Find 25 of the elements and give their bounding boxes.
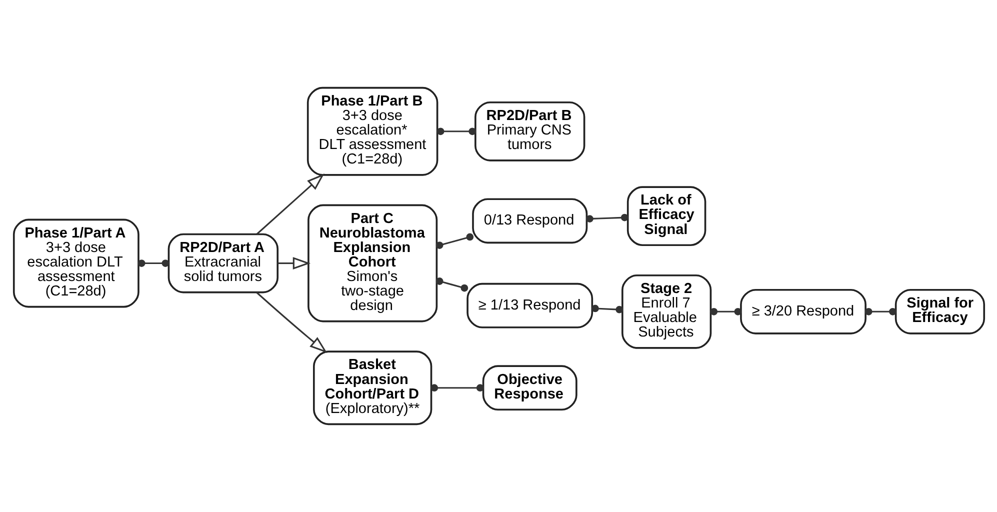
node-box: ≥ 1/13 Respond: [466, 282, 593, 328]
node-box: Signal for Efficacy: [894, 288, 985, 334]
arrow: [256, 292, 327, 354]
connector: [436, 128, 476, 136]
node-box: Part C Neuroblastoma Explansion Cohort Simon's two-stage design: [307, 204, 438, 322]
node-box: 0/13 Respond: [472, 198, 588, 244]
node-box: Objective Response: [482, 365, 577, 411]
node-box: RP2D/Part A Extracranial solid tumors: [167, 233, 278, 294]
node-box: Lack of Efficacy Signal: [626, 186, 706, 246]
node-box: ≥ 3/20 Respond: [740, 288, 866, 334]
node-box: Phase 1/Part A 3+3 dose escalation DLT assessment (C1=28d): [12, 218, 139, 308]
node-box: Phase 1/Part B 3+3 dose escalation* DLT assessment (C1=28d): [306, 86, 438, 176]
connector: [137, 260, 169, 267]
connector: [586, 214, 628, 222]
connector: [435, 233, 474, 249]
node-box: Basket Expansion Cohort/Part D (Exploratory)**: [312, 350, 432, 426]
connector: [710, 308, 742, 316]
connector: [591, 304, 623, 314]
arrow: [277, 257, 310, 270]
node-box: RP2D/Part B Primary CNS tumors: [474, 101, 585, 162]
connector: [435, 278, 468, 292]
node-box: Stage 2 Enroll 7 Evaluable Subjects: [621, 274, 712, 349]
connector: [864, 308, 896, 316]
arrow: [256, 174, 324, 235]
connector: [430, 384, 484, 392]
